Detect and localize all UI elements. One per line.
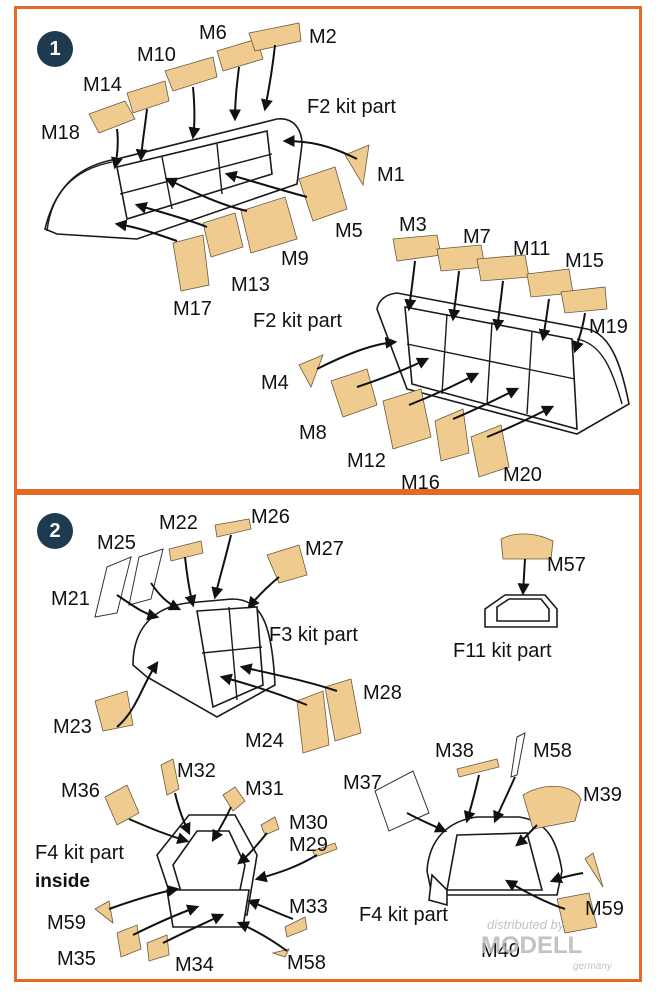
label-m6: M6 [199,22,227,44]
label-f3-kit-part: F3 kit part [269,624,358,646]
label-m16: M16 [401,472,440,489]
label-m26: M26 [251,506,290,528]
label-m7: M7 [463,226,491,248]
masks-lower [298,234,608,478]
label-m30: M30 [289,812,328,834]
step-2-panel: 2 .arrow2{fill:none;stroke:#111;stroke-w… [14,492,642,982]
label-m37: M37 [343,772,382,794]
svg-text:distributed by: distributed by [487,917,566,932]
label-m31: M31 [245,778,284,800]
label-m39: M39 [583,784,622,806]
step-1-diagram: M18 M14 M10 M6 M2 F2 kit part M1 M5 M9 M… [41,22,630,489]
svg-text:MODELL: MODELL [481,932,582,959]
label-m57: M57 [547,554,586,576]
canopy-frame-f3 [132,598,276,718]
label-m24: M24 [245,730,284,752]
step-2-badge: 2 [37,513,73,549]
label-m2: M2 [309,26,337,48]
label-m58-right: M58 [533,740,572,762]
label-f4-kit-part-inside: F4 kit part [35,842,124,864]
step-1-badge: 1 [37,31,73,67]
label-m10: M10 [137,44,176,66]
label-m33: M33 [289,896,328,918]
canopy-frame-f4 [426,816,563,907]
label-m21: M21 [51,588,90,610]
arrows-f4-inside [108,792,318,952]
svg-text:germany: germany [573,961,613,972]
label-m5: M5 [335,220,363,242]
label-m40: M40 [481,940,520,962]
label-m19: M19 [589,316,628,338]
canopy-part-f11 [484,533,558,628]
label-m14: M14 [83,74,122,96]
step-2-diagram: .arrow2{fill:none;stroke:#111;stroke-wid… [35,506,624,976]
label-m23: M23 [53,716,92,738]
label-f4-kit-part: F4 kit part [359,904,448,926]
label-m9: M9 [281,248,309,270]
label-m11: M11 [513,238,550,260]
label-m32: M32 [177,760,216,782]
label-m29: M29 [289,834,328,856]
label-m8: M8 [299,422,327,444]
label-m22: M22 [159,512,198,534]
label-m59-right: M59 [585,898,624,920]
label-m28: M28 [363,682,402,704]
label-m58-left: M58 [287,952,326,974]
label-m35: M35 [57,948,96,970]
label-m36: M36 [61,780,100,802]
label-m34: M34 [175,954,214,976]
label-m38: M38 [435,740,474,762]
label-f11-kit-part: F11 kit part [453,640,552,662]
label-m17: M17 [173,298,212,320]
arrows-f3 [116,534,338,728]
canopy-frame-f2-lower [376,292,630,435]
label-m27: M27 [305,538,344,560]
label-m59-left: M59 [47,912,86,934]
label-m12: M12 [347,450,386,472]
label-m18: M18 [41,122,80,144]
label-f2-kit-part-lower: F2 kit part [253,310,342,332]
label-inside: inside [35,871,90,892]
label-m1: M1 [377,164,405,186]
label-m3: M3 [399,214,427,236]
canopy-frame-f4-inside [156,814,258,928]
label-m13: M13 [231,274,270,296]
step-1-panel: 1 [14,6,642,492]
label-m15: M15 [565,250,604,272]
arrows-upper [110,44,358,242]
arrows-f4 [406,774,584,910]
masks-f4 [374,732,604,934]
label-f2-kit-part-upper: F2 kit part [307,96,396,118]
label-m25: M25 [97,532,136,554]
arrows-lower [316,260,586,438]
label-m4: M4 [261,372,289,394]
label-m20: M20 [503,464,542,486]
masks-f3 [94,518,362,754]
distributor-watermark: distributed by MODELL germany [481,917,613,972]
